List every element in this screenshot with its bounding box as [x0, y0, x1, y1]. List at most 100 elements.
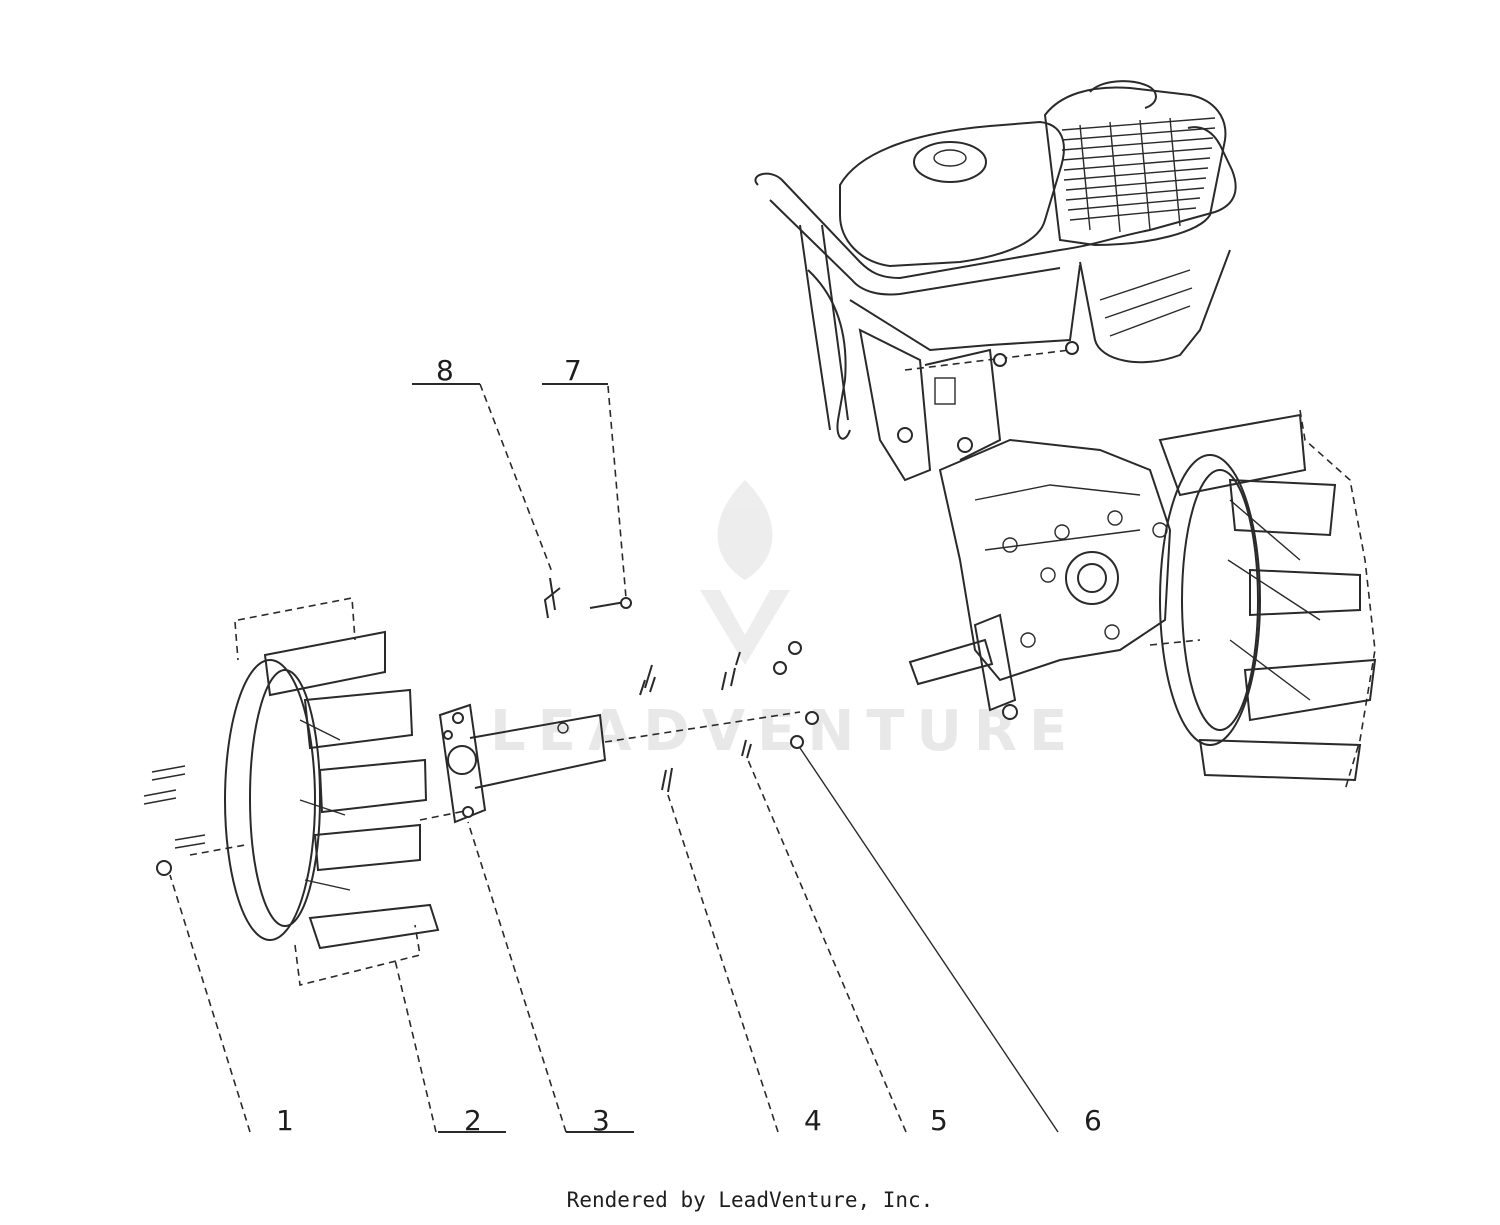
watermark-text: LEADVENTURE: [490, 699, 1079, 764]
hub-plate-bolt: [443, 730, 453, 740]
transmission-hub-center: [1077, 563, 1107, 593]
leader-line-3: [467, 821, 567, 1133]
axle-collar: [973, 613, 1017, 712]
hub-plate-bolt: [462, 806, 474, 818]
axle-stub: [908, 638, 994, 686]
wheel-bolt: [143, 765, 186, 805]
hub-plate: [438, 703, 487, 824]
case-bolt: [1040, 567, 1056, 583]
tiller-assembly: [754, 80, 1237, 720]
case-bolt: [1104, 624, 1120, 640]
callout-labels: 1 2 3 4 5 6 7 8: [276, 354, 1102, 1137]
engine-lower: [1079, 249, 1231, 364]
wheel-bolts: [143, 765, 206, 876]
bracket-bolt: [957, 437, 973, 453]
hair-pin: [589, 601, 626, 609]
left-wheel-tread: [313, 823, 421, 872]
left-wheel-hub-line: [189, 844, 246, 856]
nut-part: [773, 661, 787, 675]
callout-5: 5: [930, 1104, 948, 1137]
wheel-nut: [156, 860, 172, 876]
leader-line-8: [479, 383, 553, 573]
v-logo-icon: [700, 590, 790, 665]
cooling-fins: [1061, 117, 1216, 233]
right-wheel-tread: [1249, 568, 1361, 617]
left-wheel-tread: [318, 758, 428, 814]
right-wheel-outline: [1299, 409, 1376, 791]
callout-8: 8: [436, 354, 454, 387]
flame-logo-icon: [717, 480, 773, 580]
transmission-hub: [1065, 551, 1119, 605]
axle-centerline: [604, 711, 801, 743]
case-bolt: [1002, 537, 1018, 553]
frame-plate-dash: [904, 349, 1071, 371]
rendered-by-footer: Rendered by LeadVenture, Inc.: [566, 1188, 934, 1212]
hub-plate-bolt: [452, 712, 464, 724]
callout-1: 1: [276, 1104, 294, 1137]
callout-2: 2: [464, 1104, 482, 1137]
fuel-cap-top: [933, 149, 967, 167]
axle-hole: [557, 722, 569, 734]
right-wheel-spokes: [1227, 499, 1321, 701]
left-wheel-tread: [263, 630, 386, 697]
left-wheel-outline: [234, 597, 421, 986]
handle-bar: [754, 126, 1237, 280]
leader-line-2: [394, 959, 437, 1133]
transmission-case: [938, 438, 1172, 682]
callout-4: 4: [804, 1104, 822, 1137]
bolt-part-5: [741, 739, 752, 759]
right-wheel-tread: [1228, 478, 1337, 537]
leader-lines: [169, 383, 1059, 1133]
left-wheel: [189, 597, 440, 986]
leader-line-4: [667, 794, 779, 1133]
bracket-slot: [934, 377, 956, 405]
fuel-tank: [839, 120, 1065, 268]
axle-shaft-assembly: [419, 577, 819, 824]
frame-bolt: [1065, 341, 1079, 355]
engine-housing: [1043, 86, 1227, 247]
hair-pin-head: [620, 597, 632, 609]
callout-3: 3: [592, 1104, 610, 1137]
bracket-bolt: [897, 427, 913, 443]
fuel-cap: [913, 141, 987, 183]
bolt-part: [721, 651, 741, 691]
axle-shaft: [469, 713, 607, 789]
callout-6: 6: [1084, 1104, 1102, 1137]
wheel-bolt: [174, 834, 206, 849]
axle-centerline: [419, 809, 471, 821]
case-bolt: [1107, 510, 1123, 526]
right-wheel: [1158, 409, 1377, 791]
tine-guard: [807, 269, 851, 440]
right-wheel-rim: [1159, 454, 1261, 746]
mount-bracket: [858, 328, 932, 482]
left-wheel-tread: [308, 903, 440, 950]
lock-pin: [543, 577, 561, 619]
left-wheel-tread: [303, 688, 414, 750]
axle-bolt: [1002, 704, 1018, 720]
leader-line-1: [169, 874, 251, 1133]
leadventure-watermark: LEADVENTURE: [490, 480, 1079, 764]
transmission-inner: [974, 484, 1141, 551]
leader-line-5: [747, 759, 907, 1133]
axle-dash: [1149, 639, 1201, 646]
right-wheel-rim-inner: [1181, 469, 1259, 731]
bolt-part-4: [661, 767, 673, 793]
left-wheel-rim: [224, 659, 316, 941]
left-wheel-spokes: [299, 719, 351, 891]
frame-plate: [849, 264, 1081, 352]
frame-bolt: [993, 353, 1007, 367]
callout-7: 7: [564, 354, 582, 387]
case-bolt: [1054, 524, 1070, 540]
mount-bracket-2: [924, 348, 1002, 461]
left-wheel-rim-inner: [249, 669, 321, 927]
leader-line-6: [799, 747, 1059, 1133]
nut-part: [788, 641, 802, 655]
leader-line-7: [607, 385, 627, 599]
right-wheel-tread: [1243, 658, 1377, 722]
case-bolt: [1020, 632, 1036, 648]
hub-plate-center: [447, 745, 477, 775]
washer-part: [790, 735, 804, 749]
right-wheel-tread: [1198, 738, 1362, 782]
right-wheel-tread: [1158, 413, 1307, 497]
